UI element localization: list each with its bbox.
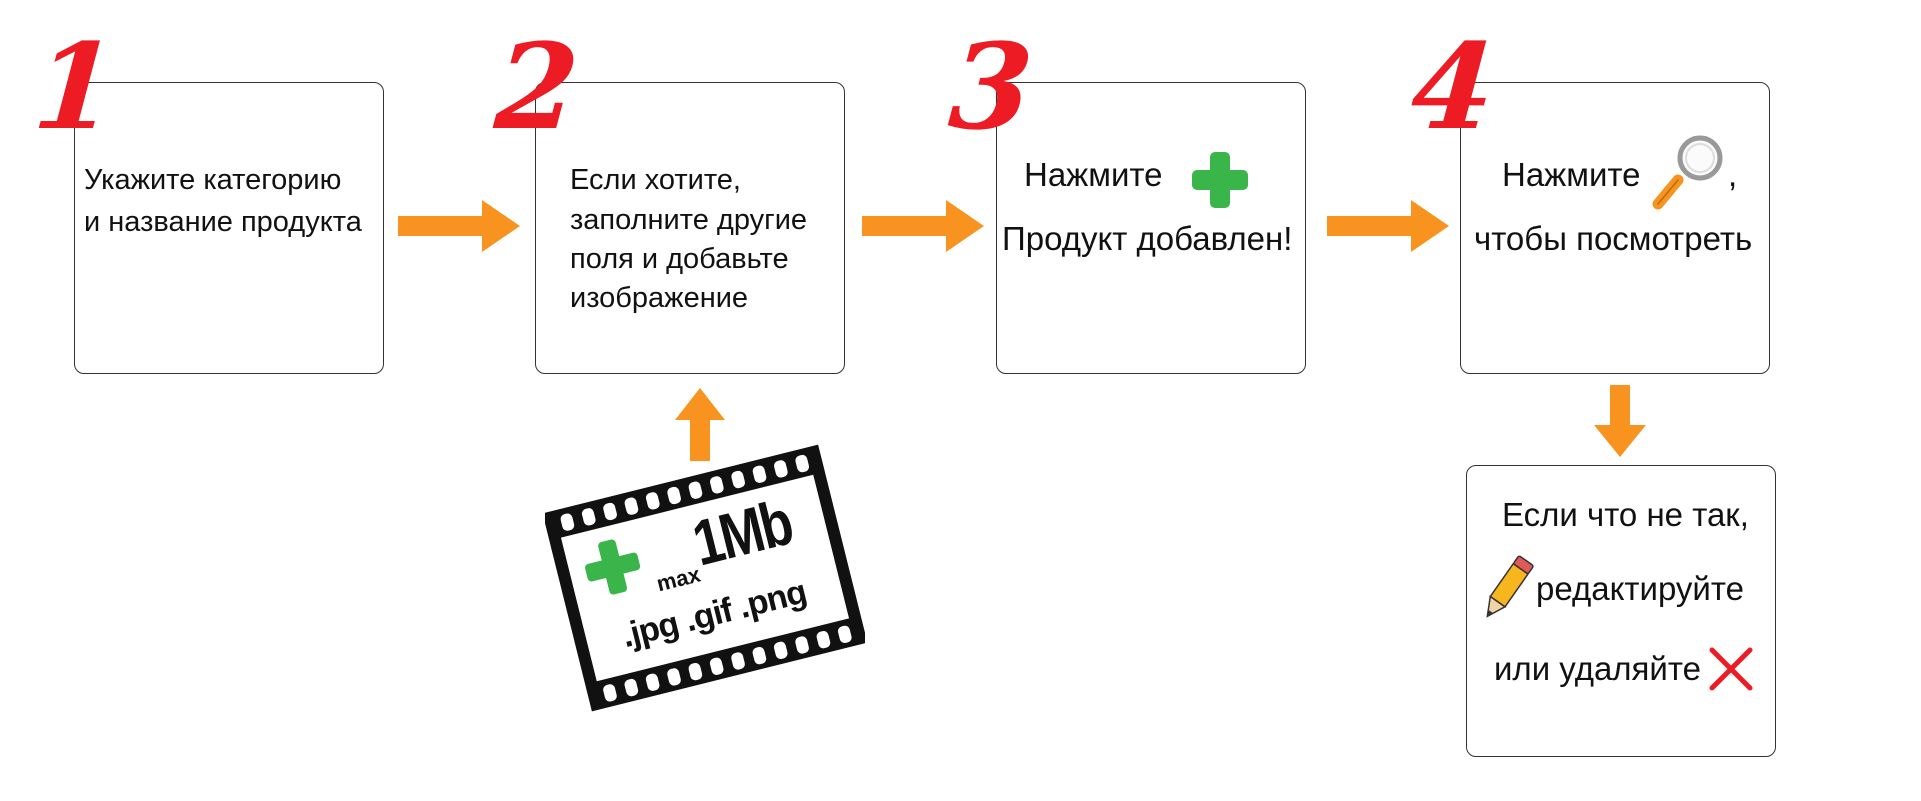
film-strip-icon: max 1Mb .jpg .gif .png [545,438,865,718]
step-3-number: 3 [945,17,1038,156]
step-3-line-2: Продукт добавлен! [1002,220,1293,257]
arrow-down [1594,385,1646,457]
step-1-number: 1 [29,17,122,156]
film-max-label: max [654,561,703,597]
step-4-box [1460,82,1770,374]
step-4-line-2: чтобы посмотреть [1474,220,1753,257]
step-4-number: 4 [1407,17,1500,156]
step-2-line-1: Если хотите, [570,164,741,196]
step-2-line-4: изображение [570,282,749,314]
step-4-line-1: Нажмите [1502,156,1641,193]
step-4-comma: , [1728,156,1738,193]
step-2-number: 2 [491,17,584,156]
film-plus-icon [585,539,641,595]
film-size-label: 1Mb [685,485,798,580]
step-2-line-3: поля и добавьте [570,243,789,275]
film-formats-label: .jpg .gif .png [618,572,810,656]
arrow-right-1 [398,200,520,252]
edit-delete-line-1: Если что не так, [1502,496,1749,533]
step-1-box [74,82,384,374]
arrow-right-2 [862,200,984,252]
pencil-icon [1474,550,1538,631]
edit-delete-box [1466,465,1776,757]
arrow-up [675,388,725,461]
cross-icon [1706,644,1756,699]
step-3-line-1: Нажмите [1024,156,1163,193]
step-2-box [535,82,845,374]
step-2-line-2: заполните другие [570,204,808,236]
arrow-right-3 [1327,200,1449,252]
edit-delete-line-3: или удаляйте [1494,650,1701,687]
step-3-box [996,82,1306,374]
magnifier-icon [1652,134,1732,215]
step-1-line-2: и название продукта [84,206,362,238]
step-1-line-1: Укажите категорию [84,164,342,196]
plus-icon [1190,150,1250,215]
edit-delete-line-2: редактируйте [1536,570,1744,607]
